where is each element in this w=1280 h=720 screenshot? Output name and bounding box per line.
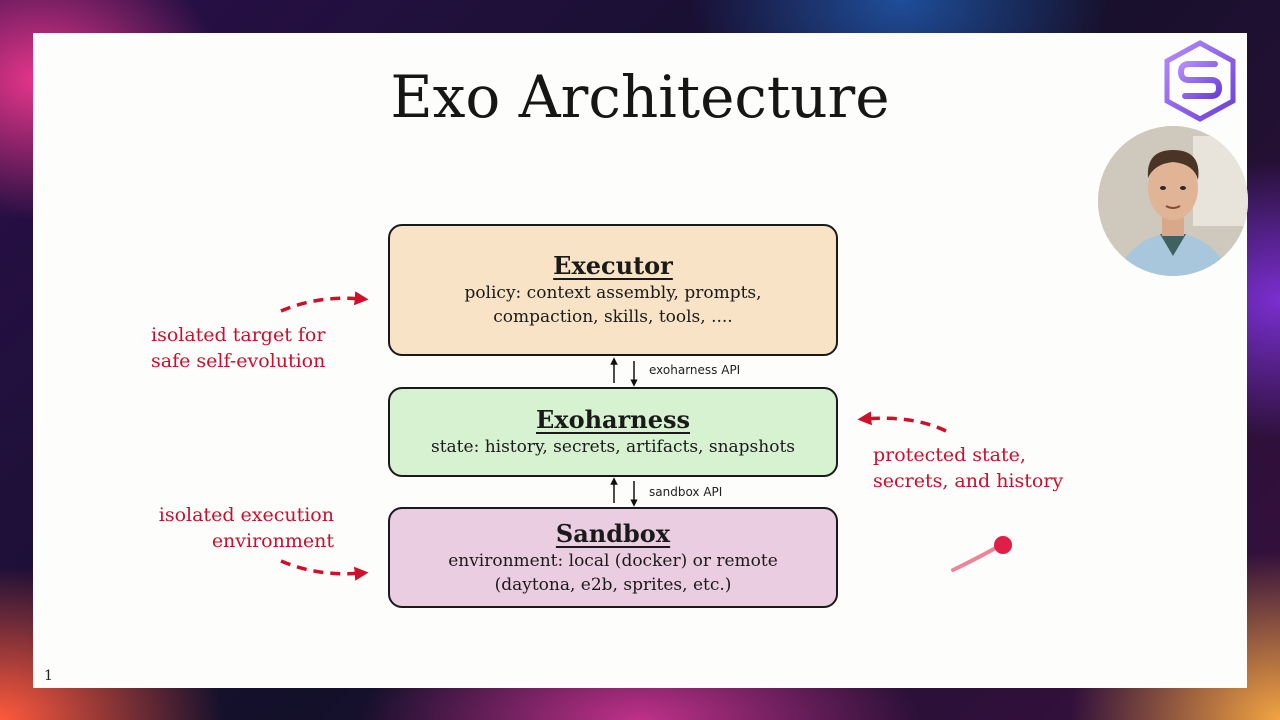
- diagram-connectors: [280, 291, 1012, 581]
- sandbox-api-label: sandbox API: [649, 485, 723, 499]
- laser-pointer-trail: [951, 543, 1003, 572]
- executor-box: Executor policy: context assembly, promp…: [388, 224, 838, 356]
- sandbox-desc-line2: (daytona, e2b, sprites, etc.): [494, 575, 732, 595]
- executor-annotation-line1: isolated target for: [151, 324, 326, 346]
- harness-annotation-line2: secrets, and history: [873, 470, 1064, 492]
- stacked-s-hexagon-logo-icon: [1164, 40, 1236, 122]
- exoharness-box: Exoharness state: history, secrets, arti…: [388, 387, 838, 477]
- slide: Exo Architecture Executor policy: contex…: [33, 33, 1247, 688]
- harness-annotation: protected state, secrets, and history: [873, 442, 1063, 494]
- presenter-avatar-icon: [1098, 126, 1248, 276]
- sandbox-desc-line1: environment: local (docker) or remote: [448, 551, 778, 571]
- sandbox-box: Sandbox environment: local (docker) or r…: [388, 507, 838, 608]
- slide-title: Exo Architecture: [390, 63, 890, 131]
- harness-annotation-line1: protected state,: [873, 444, 1026, 466]
- sandbox-annotation-line2: environment: [211, 530, 334, 552]
- sandbox-annotation-arrow: [280, 559, 369, 581]
- executor-desc-line2: compaction, skills, tools, ....: [493, 307, 733, 327]
- executor-annotation: isolated target for safe self-evolution: [151, 322, 325, 374]
- sandbox-annotation-line1: isolated execution: [158, 504, 334, 526]
- exoharness-api-label: exoharness API: [649, 363, 741, 377]
- exoharness-desc-line1: state: history, secrets, artifacts, snap…: [430, 437, 796, 457]
- executor-title: Executor: [553, 251, 673, 280]
- exoharness-title: Exoharness: [536, 405, 690, 434]
- harness-annotation-arrow: [857, 411, 947, 433]
- presenter-webcam: [1098, 126, 1248, 276]
- executor-annotation-arrow: [280, 291, 369, 313]
- executor-desc-line1: policy: context assembly, prompts,: [464, 283, 762, 303]
- sandbox-annotation: isolated execution environment: [133, 502, 334, 554]
- sandbox-title: Sandbox: [555, 519, 671, 548]
- laser-pointer-dot: [994, 536, 1012, 554]
- page-number: 1: [44, 668, 53, 684]
- executor-annotation-line2: safe self-evolution: [151, 350, 326, 372]
